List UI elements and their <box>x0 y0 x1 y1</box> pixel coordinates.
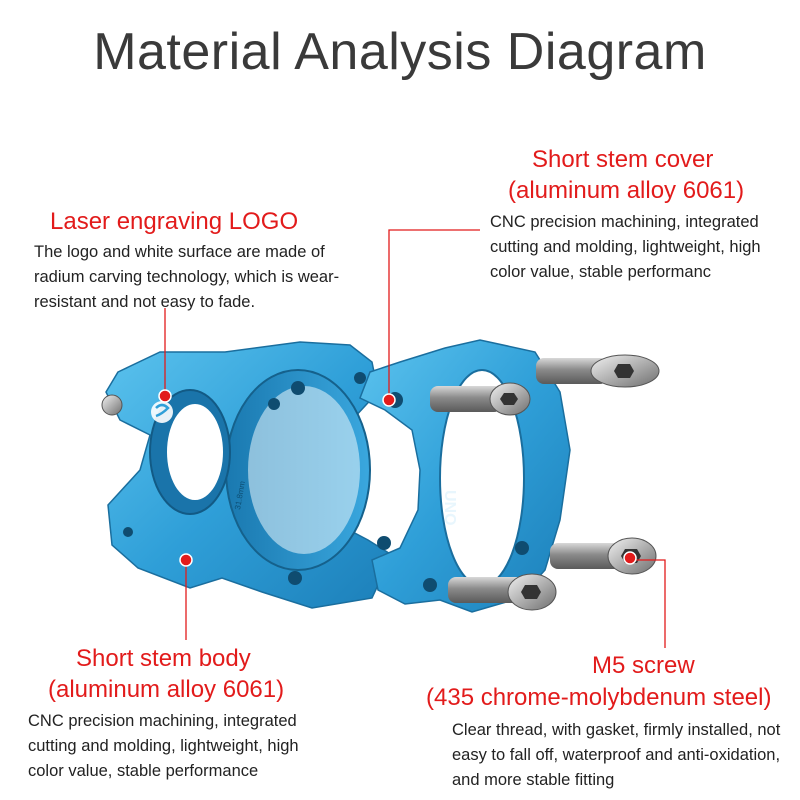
cover-callout-heading: Short stem cover <box>532 146 714 173</box>
logo-dot <box>158 389 172 403</box>
logo-callout-text: The logo and white surface are made of r… <box>34 243 340 311</box>
callout-dots <box>158 389 637 567</box>
screw-callout-heading: M5 screw <box>592 652 695 679</box>
screw-callout-text: Clear thread, with gasket, firmly instal… <box>452 721 781 789</box>
screw-top-front <box>430 382 531 416</box>
cover-callout-text: CNC precision machining, integrated cutt… <box>490 213 761 281</box>
m5-screws <box>430 354 660 611</box>
leader-lines <box>164 229 666 648</box>
body-callout-text: CNC precision machining, integrated cutt… <box>28 712 299 780</box>
cover-dot <box>382 393 396 407</box>
screw-dot <box>623 551 637 565</box>
screw-callout-subheading: (435 chrome-molybdenum steel) <box>426 684 772 711</box>
body-dot <box>179 553 193 567</box>
body-callout-subheading: (aluminum alloy 6061) <box>48 676 285 703</box>
cover-callout-subheading: (aluminum alloy 6061) <box>508 177 745 204</box>
stem-body <box>101 341 393 609</box>
screw-top-back <box>536 354 660 388</box>
brand-engraving: UNO <box>441 490 458 526</box>
body-callout-heading: Short stem body <box>76 645 251 672</box>
screw-bottom-front <box>448 573 557 611</box>
screw-bottom-back <box>550 537 657 575</box>
page-title: Material Analysis Diagram <box>93 23 707 81</box>
screw-leader-line <box>632 559 666 648</box>
cover-leader-line <box>388 229 480 395</box>
logo-callout-heading: Laser engraving LOGO <box>50 208 299 235</box>
